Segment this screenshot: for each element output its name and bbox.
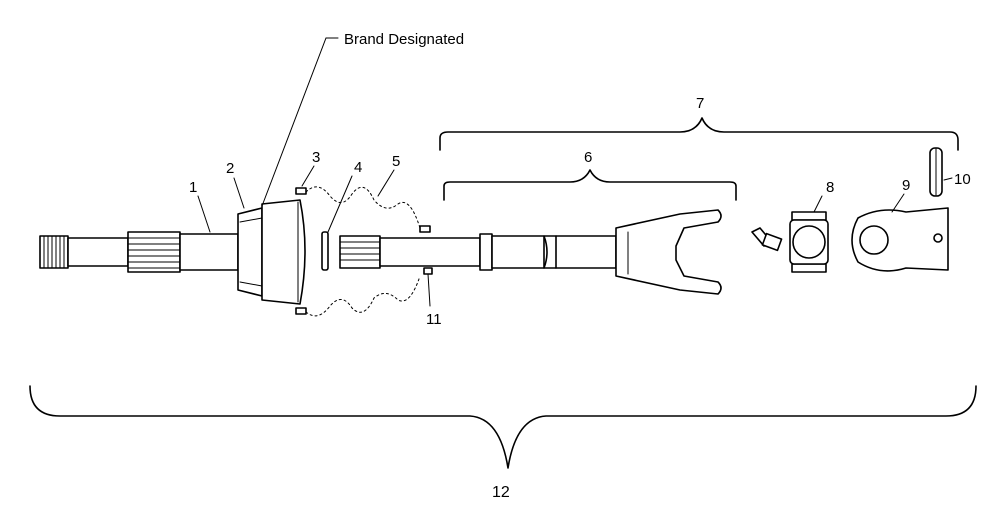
callout-7: 7: [696, 95, 704, 112]
callout-9: 9: [902, 177, 910, 194]
callout-8: 8: [826, 179, 834, 196]
part-8-u-joint: [751, 195, 829, 273]
brace-7: [439, 117, 959, 151]
callout-1: 1: [189, 179, 197, 196]
part-3-boot-clamps: [295, 165, 315, 315]
brace-12: [29, 385, 977, 469]
callout-11: 11: [426, 311, 442, 328]
callout-2: 2: [226, 160, 234, 177]
callout-12: 12: [492, 484, 510, 501]
part-2-cv-housing: [233, 37, 339, 305]
part-6-shaft-yoke: [339, 209, 722, 307]
part-1-stub-shaft: [39, 195, 239, 273]
part-9-flange-yoke: [851, 193, 949, 272]
callout-10: 10: [954, 171, 971, 188]
brand-designated-label: Brand Designated: [344, 31, 464, 48]
callout-6: 6: [584, 149, 592, 166]
callout-5: 5: [392, 153, 400, 170]
part-5-cv-boot: [305, 169, 431, 317]
brace-6: [443, 169, 737, 201]
part-10-roll-pin: [929, 147, 953, 197]
callout-4: 4: [354, 159, 362, 176]
callout-3: 3: [312, 149, 320, 166]
part-4-circlip: [321, 175, 353, 271]
